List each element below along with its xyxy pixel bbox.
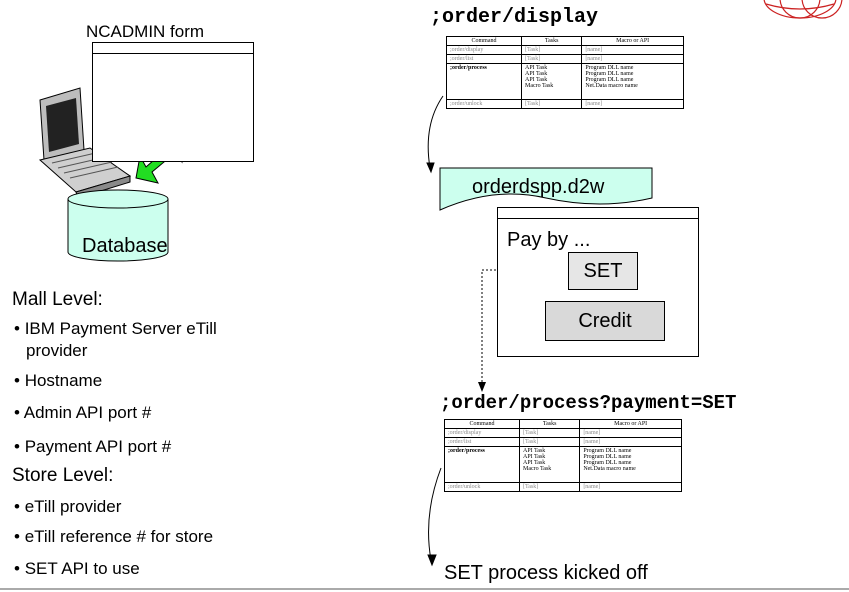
- col-header: Tasks: [518, 419, 581, 429]
- list-item: • eTill reference # for store: [14, 527, 214, 546]
- table-row: ;order/display[Task][name]: [444, 428, 682, 438]
- col-header: Macro or API: [581, 36, 684, 46]
- set-button[interactable]: SET: [568, 252, 638, 290]
- list-item: • Payment API port #: [14, 437, 172, 456]
- database-cylinder-icon: [67, 189, 169, 262]
- d2w-filename: orderdspp.d2w: [472, 176, 605, 198]
- list-item-cont: provider: [26, 341, 88, 360]
- store-level-heading: Store Level:: [12, 465, 114, 486]
- col-header: Macro or API: [579, 419, 682, 429]
- form-titlebar: [93, 43, 253, 54]
- list-item: • IBM Payment Server eTill: [14, 319, 217, 338]
- table-row: ;order/display[Task][name]: [446, 45, 684, 55]
- ncadmin-form-window: [92, 42, 254, 162]
- command-table-1: Command Tasks Macro or API ;order/displa…: [446, 36, 684, 109]
- col-header: Tasks: [520, 36, 583, 46]
- form-title: NCADMIN form: [86, 22, 205, 41]
- list-item: • eTill provider: [14, 497, 122, 516]
- payment-window-titlebar: [498, 208, 698, 219]
- table-row: ;order/list[Task][name]: [444, 437, 682, 447]
- flow-arrow-2: [427, 467, 442, 567]
- set-process-kicked-off-label: SET process kicked off: [444, 562, 648, 584]
- list-item: • Hostname: [14, 371, 103, 390]
- credit-button[interactable]: Credit: [545, 301, 665, 341]
- flow-arrow-1: [426, 95, 444, 174]
- pay-by-label: Pay by ...: [507, 229, 591, 251]
- order-process-title: ;order/process?payment=SET: [440, 392, 737, 414]
- mall-level-heading: Mall Level:: [12, 289, 103, 310]
- table-row: ;order/unlock[Task][name]: [444, 482, 682, 492]
- table-row: ;order/list[Task][name]: [446, 54, 684, 64]
- list-item: • Admin API port #: [14, 403, 152, 422]
- col-header: Command: [444, 419, 520, 429]
- database-label: Database: [82, 235, 168, 257]
- table-row: ;order/unlock[Task][name]: [446, 99, 684, 109]
- command-table-2: Command Tasks Macro or API ;order/displa…: [444, 419, 682, 492]
- globe-logo-icon: [763, 0, 843, 19]
- d2w-file-shape: [439, 167, 653, 211]
- col-header: Command: [446, 36, 522, 46]
- set-connector-arrowhead: [478, 382, 486, 392]
- list-item: • SET API to use: [14, 559, 140, 578]
- order-display-title: ;order/display: [430, 6, 599, 29]
